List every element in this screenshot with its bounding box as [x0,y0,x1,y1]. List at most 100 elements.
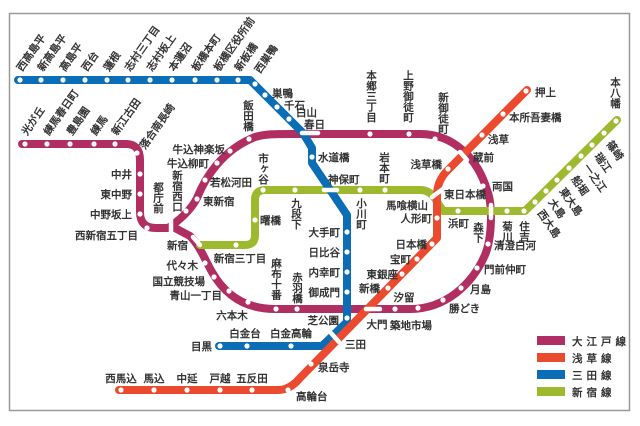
mita-station-6-dot[interactable] [147,77,153,83]
asakusa-station-18-dot[interactable] [151,387,157,393]
oedo-station-16-dot[interactable] [246,136,252,142]
oedo-station-26-dot[interactable] [415,305,421,311]
oedo-station-11-dot[interactable] [183,208,189,214]
asakusa-station-8-dot[interactable] [414,256,420,262]
oedo-station-15-label[interactable]: 牛込神楽坂 [173,143,226,156]
shinjuku-station-8-dot[interactable] [504,208,510,214]
shinjuku-station-5-label[interactable]: 岩本町 [378,151,390,184]
asakusa-station-0-dot[interactable] [523,88,529,94]
mita-station-9-dot[interactable] [214,77,220,83]
asakusa-station-6-label[interactable]: 人形町 [401,212,433,225]
mita-station-7-dot[interactable] [169,77,175,83]
shinjuku-station-3-dot[interactable] [292,187,298,193]
oedo-station-23-label[interactable]: 門前仲町 [484,263,526,276]
shinjuku-station-13-dot[interactable] [566,165,572,171]
asakusa-station-16-dot[interactable] [217,387,223,393]
oedo-station-17-dot[interactable] [367,131,373,137]
asakusa-station-2-dot[interactable] [479,132,485,138]
asakusa-station-19-label[interactable]: 西馬込 [105,372,137,385]
asakusa-station-13-dot[interactable] [308,361,314,367]
shinjuku-station-12-dot[interactable] [554,177,560,183]
shinjuku-station-2-label[interactable]: 市ヶ谷 [257,152,269,185]
oedo-station-13-dot[interactable] [202,177,208,183]
transfer-marker[interactable] [328,330,342,345]
oedo-station-34-label[interactable]: 新宿 [167,239,188,252]
asakusa-station-3-label[interactable]: 蔵前 [473,151,494,164]
asakusa-station-2-label[interactable]: 浅草 [488,133,509,146]
oedo-station-25-label[interactable]: 勝どき [449,302,480,315]
mita-station-25-label[interactable]: 目黒 [191,341,212,353]
oedo-station-7-dot[interactable] [137,191,143,197]
asakusa-station-7-dot[interactable] [429,241,435,247]
oedo-station-2-dot[interactable] [67,141,73,147]
mita-station-23-label[interactable]: 白金高輪 [270,327,312,340]
oedo-station-29-dot[interactable] [273,306,279,312]
mita-station-13-dot[interactable] [274,104,280,110]
mita-station-5-dot[interactable] [125,77,131,83]
asakusa-station-0-label[interactable]: 押上 [535,86,556,99]
mita-station-20-dot[interactable] [344,269,350,275]
transfer-marker[interactable] [429,186,446,200]
oedo-station-6-dot[interactable] [137,171,143,177]
mita-station-23-dot[interactable] [288,343,294,349]
oedo-station-8-label[interactable]: 中野坂上 [90,208,132,221]
mita-station-22-dot[interactable] [344,315,350,321]
mita-station-24-label[interactable]: 白金台 [229,327,261,340]
mita-line[interactable] [14,76,351,350]
mita-station-16-label[interactable]: 水道橋 [317,151,350,164]
shinjuku-station-3-label[interactable]: 九段下 [290,197,302,230]
asakusa-station-10-dot[interactable] [385,285,391,291]
oedo-line-loop[interactable] [163,130,495,313]
shinjuku-station-0-dot[interactable] [233,242,239,248]
asakusa-station-14-dot[interactable] [285,387,291,393]
shinjuku-station-9-dot[interactable] [521,208,527,214]
oedo-station-27-label[interactable]: 汐留 [394,291,415,304]
oedo-station-9-dot[interactable] [144,225,150,231]
mita-station-22-label[interactable]: 芝公園 [308,314,340,327]
oedo-station-21-label[interactable]: 森下 [472,221,484,244]
mita-station-21-dot[interactable] [344,289,350,295]
mita-station-3-dot[interactable] [82,77,88,83]
oedo-station-13-label[interactable]: 若松河田 [209,176,252,189]
shinjuku-station-10-dot[interactable] [532,199,538,205]
mita-station-21-label[interactable]: 御成門 [308,286,341,299]
mita-station-19-label[interactable]: 日比谷 [309,246,341,259]
shinjuku-station-15-dot[interactable] [589,142,595,148]
mita-station-4-dot[interactable] [104,77,110,83]
asakusa-station-8-label[interactable]: 宝町 [390,253,411,266]
oedo-station-24-dot[interactable] [458,285,464,291]
oedo-station-17-label[interactable]: 本郷三丁目 [365,69,377,123]
oedo-station-12-label[interactable]: 東新宿 [203,195,235,208]
oedo-station-20-label[interactable]: 両国 [492,181,513,193]
asakusa-station-10-label[interactable]: 新橋 [359,282,380,295]
asakusa-station-6-dot[interactable] [434,215,440,221]
oedo-station-7-label[interactable]: 東中野 [101,188,133,201]
shinjuku-station-17-dot[interactable] [613,118,619,124]
transfer-marker[interactable] [190,234,203,248]
shinjuku-station-4-label[interactable]: 小川町 [355,197,367,230]
mita-station-25-dot[interactable] [217,343,223,349]
oedo-station-14-label[interactable]: 牛込柳町 [167,157,209,170]
oedo-station-33-label[interactable]: 代々木 [166,259,199,272]
shinjuku-station-9-label[interactable]: 住吉 [518,220,530,243]
oedo-station-22-label[interactable]: 清澄白河 [494,239,536,252]
mita-station-19-dot[interactable] [344,249,350,255]
mita-station-12-dot[interactable] [262,92,268,98]
asakusa-station-17-label[interactable]: 中延 [177,372,198,385]
asakusa-station-17-dot[interactable] [184,387,190,393]
oedo-station-3-dot[interactable] [91,141,97,147]
oedo-station-19-label[interactable]: 新御徒町 [437,91,449,135]
mita-station-15-label[interactable]: 春日 [304,118,325,131]
asakusa-station-16-label[interactable]: 戸越 [209,372,231,385]
oedo-station-6-label[interactable]: 中井 [111,168,132,181]
asakusa-station-5-label[interactable]: 東日本橋 [444,188,486,201]
asakusa-station-1-dot[interactable] [500,111,506,117]
oedo-station-10-label[interactable]: 都庁前 [152,181,164,214]
shinjuku-station-5-dot[interactable] [382,187,388,193]
shinjuku-station-17-label[interactable]: 本八幡 [609,76,621,109]
mita-station-12-label[interactable]: 巣鴨 [271,87,293,100]
asakusa-station-1-label[interactable]: 本所吾妻橋 [509,111,562,124]
shinjuku-station-1-dot[interactable] [252,217,258,223]
transfer-marker[interactable] [457,149,470,163]
shinjuku-station-2-dot[interactable] [260,187,266,193]
